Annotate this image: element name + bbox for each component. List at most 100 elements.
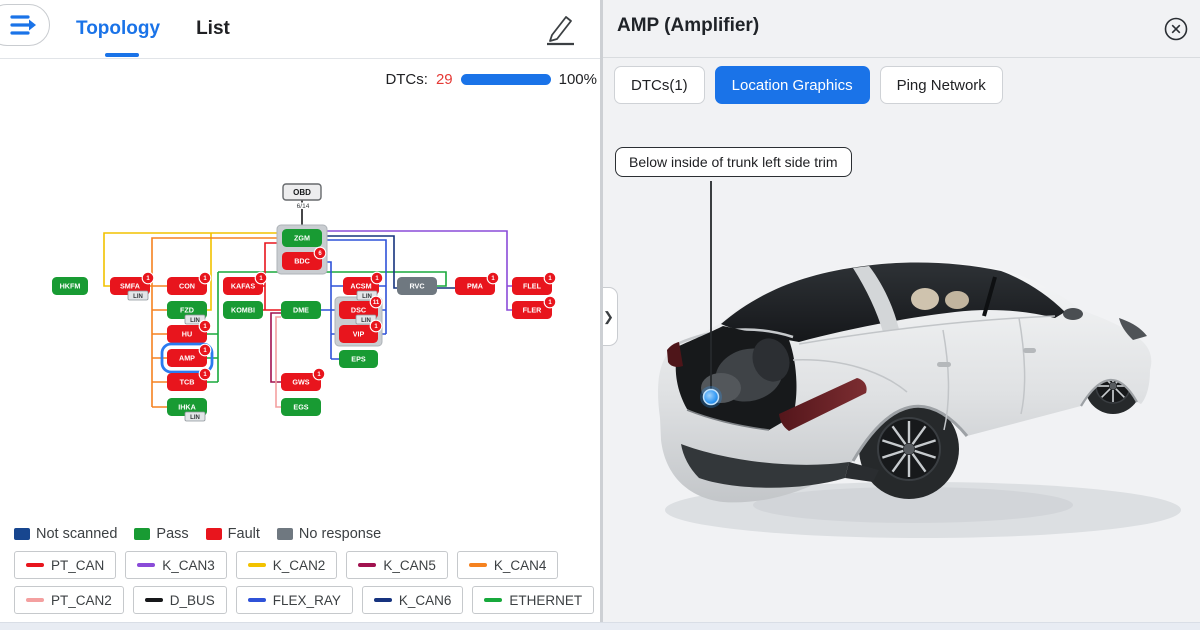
dtc-label: DTCs: [385, 71, 428, 88]
bottom-strip [0, 622, 1200, 630]
chevron-right-icon: ❯ [603, 308, 614, 324]
detail-tab-location-graphics[interactable]: Location Graphics [714, 66, 870, 104]
status-label: Not scanned [36, 526, 118, 542]
bus-chip-ETHERNET[interactable]: ETHERNET [472, 586, 595, 614]
bus-chip-D_BUS[interactable]: D_BUS [132, 586, 227, 614]
node-IHKA[interactable] [167, 398, 207, 416]
node-EGS[interactable] [281, 398, 321, 416]
bus-chip-K_CAN2[interactable]: K_CAN2 [235, 551, 338, 579]
left-header: Topology List [0, 0, 600, 59]
bus-color-dash [484, 598, 503, 602]
node-DSC[interactable] [339, 301, 378, 319]
tab-topology[interactable]: Topology [76, 17, 161, 39]
car-illustration [658, 181, 1181, 538]
dtc-badge [543, 295, 557, 309]
bus-lines [103, 200, 512, 408]
bus-chip-K_CAN4[interactable]: K_CAN4 [456, 551, 559, 579]
node-KOMBI[interactable] [223, 301, 263, 319]
dtc-badge [369, 319, 383, 333]
node-FLER[interactable] [512, 301, 552, 319]
svg-text:AMP: AMP [179, 354, 195, 363]
status-legend-item: Pass [134, 526, 189, 542]
dtc-badge [486, 271, 500, 285]
node-EPS[interactable] [339, 350, 378, 368]
node-PMA[interactable] [455, 277, 495, 295]
edit-button[interactable] [543, 9, 577, 47]
status-legend-item: Not scanned [14, 526, 117, 542]
node-CON[interactable] [167, 277, 207, 295]
svg-text:11: 11 [373, 300, 380, 306]
selected-node-ring [160, 342, 214, 374]
dtc-summary: DTCs: 29 100% [385, 71, 597, 88]
node-FZD[interactable] [167, 301, 207, 319]
body-lines [792, 315, 1056, 431]
node-OBD[interactable] [282, 183, 322, 201]
svg-text:ACSM: ACSM [350, 282, 371, 291]
tab-list[interactable]: List [196, 17, 230, 39]
node-TCB[interactable] [167, 373, 207, 391]
seat-headrest [945, 291, 969, 309]
node-DME[interactable] [281, 301, 321, 319]
svg-text:1: 1 [491, 276, 495, 282]
node-ACSM[interactable] [343, 277, 379, 295]
bus-label: ETHERNET [509, 592, 583, 608]
bus-label: K_CAN4 [493, 557, 547, 573]
svg-text:ZGM: ZGM [294, 234, 310, 243]
dtc-badge [543, 271, 557, 285]
node-RVC[interactable] [397, 277, 437, 295]
dtc-badge [369, 295, 383, 309]
bus-chip-K_CAN3[interactable]: K_CAN3 [125, 551, 227, 579]
svg-text:CON: CON [179, 282, 195, 291]
svg-text:LIN: LIN [361, 318, 371, 324]
bus-legend-row-1: PT_CAN K_CAN3 K_CAN2 K_CAN5 K_CAN4 [14, 551, 559, 579]
front-arch [1080, 378, 1138, 407]
trunk-sill [686, 409, 770, 431]
svg-text:1: 1 [203, 324, 207, 330]
door-handle [1023, 348, 1036, 353]
svg-text:1: 1 [203, 372, 207, 378]
status-swatch [134, 528, 151, 540]
svg-text:LIN: LIN [362, 294, 372, 300]
detail-tab-ping-network[interactable]: Ping Network [879, 66, 1003, 104]
node-VIP[interactable] [339, 325, 378, 343]
node-FLEL[interactable] [512, 277, 552, 295]
rear-diffuser [681, 444, 849, 488]
close-button[interactable] [1164, 17, 1188, 41]
menu-expand-icon [10, 15, 36, 35]
svg-text:BDC: BDC [294, 257, 310, 266]
b-pillar [982, 276, 997, 317]
dtc-count: 29 [435, 71, 453, 88]
status-swatch [14, 528, 30, 540]
svg-text:1: 1 [203, 276, 207, 282]
node-HKFM[interactable] [52, 277, 88, 295]
node-ZGM[interactable] [282, 229, 322, 247]
collapse-panel-handle[interactable]: ❯ [600, 287, 618, 346]
bus-chip-FLEX_RAY[interactable]: FLEX_RAY [235, 586, 353, 614]
panel-divider [600, 0, 603, 630]
node-SMFA[interactable] [110, 277, 150, 295]
active-tab-underline [105, 53, 139, 57]
svg-text:KOMBI: KOMBI [231, 306, 255, 315]
node-AMP[interactable] [167, 349, 207, 367]
node-HU[interactable] [167, 325, 207, 343]
node-BDC[interactable] [282, 252, 322, 270]
node-KAFAS[interactable] [223, 277, 263, 295]
status-label: No response [298, 526, 382, 542]
scan-progress-bar [460, 74, 551, 85]
svg-text:VIP: VIP [353, 330, 365, 339]
bus-chip-K_CAN6[interactable]: K_CAN6 [361, 586, 464, 614]
detail-tab-dtcs-1-[interactable]: DTCs(1) [614, 66, 705, 104]
svg-text:1: 1 [317, 372, 321, 378]
node-GWS[interactable] [281, 373, 321, 391]
svg-text:LIN: LIN [190, 415, 200, 421]
bus-chip-PT_CAN[interactable]: PT_CAN [14, 551, 117, 579]
bus-label: K_CAN5 [383, 557, 436, 573]
location-dot[interactable] [702, 388, 720, 406]
lin-tag [355, 314, 377, 325]
status-swatch [205, 528, 222, 540]
bus-chip-K_CAN5[interactable]: K_CAN5 [346, 551, 448, 579]
bus-chip-PT_CAN2[interactable]: PT_CAN2 [14, 586, 124, 614]
svg-text:1: 1 [374, 324, 378, 330]
car-shadow-inner [753, 487, 1073, 523]
menu-button[interactable] [0, 4, 50, 46]
